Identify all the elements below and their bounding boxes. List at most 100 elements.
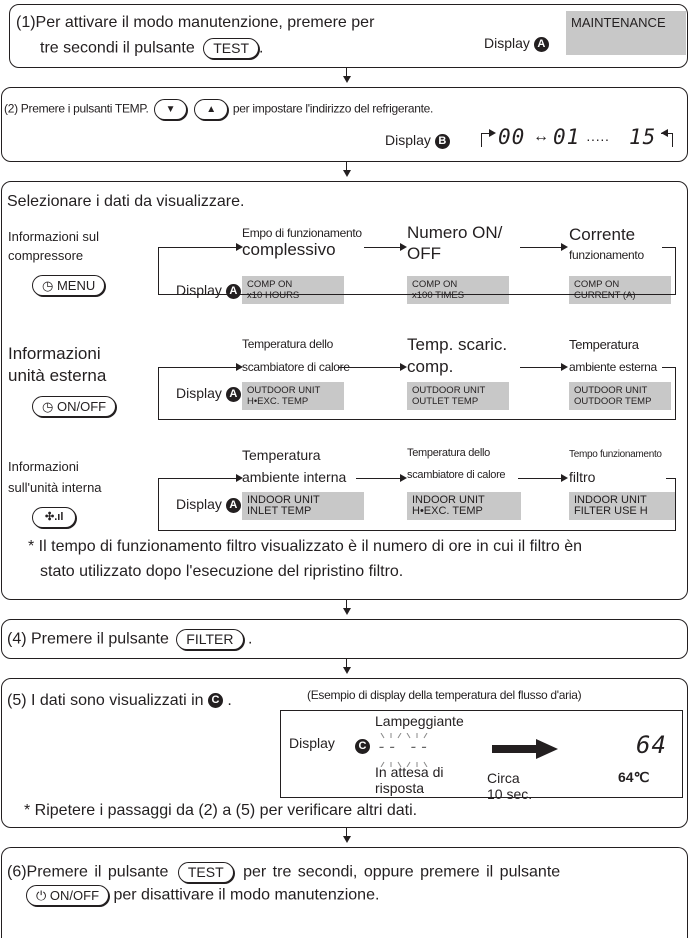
item-head-small: Corrente (569, 225, 636, 244)
display-marker-c-icon: C (207, 693, 223, 709)
step6-label-b: per tre secondi, oppure premere il pulsa… (243, 863, 561, 881)
step4-label: (4) Premere il pulsante (7, 630, 169, 648)
row-label-line1: Informazioni sul (8, 229, 100, 244)
row-label-line2: unità esterna (8, 366, 107, 385)
filter-button[interactable]: FILTER (176, 629, 244, 650)
item-head-big: comp. (407, 357, 454, 376)
circa-line1: Circa (487, 770, 520, 786)
step6-label-a: (6)Premere il pulsante (7, 863, 169, 881)
connector-2 (346, 161, 348, 171)
display-marker-c-icon: C (355, 739, 370, 754)
step1-text-line1: (1)Per attivare il modo manutenzione, pr… (16, 14, 375, 31)
item-head-small: Temperatura dello (242, 337, 333, 351)
step4-box: (4) Premere il pulsante FILTER . (1, 619, 688, 659)
connector-5 (346, 827, 348, 837)
step2-display: Display B (385, 132, 450, 149)
waiting-line1: In attesa di (375, 764, 444, 780)
waiting-line2: risposta (375, 780, 425, 796)
step5-text: (5) I dati sono visualizzati in C . (7, 692, 232, 709)
clock-icon: ◷ (42, 399, 54, 414)
display-label: Display A (176, 496, 241, 513)
row-label-line2: sull'unità interna (8, 480, 102, 495)
power-icon: ⏻ (36, 888, 47, 903)
step5-display-frame: Display C Lampeggiante -- -- In attesa d… (280, 710, 683, 802)
row-label-line1: Informazioni (8, 459, 79, 474)
item-head-big: filtro (569, 469, 596, 485)
step3-box: Selezionare i dati da visualizzare. Info… (1, 181, 688, 600)
blink-label: Lampeggiante (375, 713, 464, 729)
step6-line1: (6)Premere il pulsante TEST per tre seco… (7, 862, 560, 883)
row-outdoor: Informazioni unità esterna ◷ ON/OFF Disp… (2, 330, 687, 430)
on-off-button-label: ON/OFF (56, 399, 107, 414)
item-head-small: Numero ON/ (407, 223, 503, 242)
step4-text: (4) Premere il pulsante FILTER . (7, 629, 252, 650)
temp-down-button[interactable]: ▼ (153, 99, 188, 120)
display-label: Display (289, 735, 335, 751)
display-marker-a-icon: A (533, 36, 549, 52)
on-off-button-label: ON/OFF (49, 888, 100, 903)
on-off-button[interactable]: ◷ ON/OFF (32, 396, 117, 417)
display-marker-a-icon: A (225, 497, 241, 513)
result-text: 64℃ (618, 769, 650, 785)
display-label: Display A (176, 282, 241, 299)
row-label-line1: Informazioni (8, 344, 101, 363)
step5-example: (Esempio di display della temperatura de… (307, 688, 582, 702)
item-head-small: Temperatura dello (407, 447, 490, 459)
item-head-small: Temp. scaric. (407, 335, 508, 354)
step6-label-c: per disattivare il modo manutenzione. (113, 886, 380, 904)
circa-line2: 10 sec. (487, 786, 533, 802)
step2-box: (2) Premere i pulsanti TEMP. ▼ ▲ per imp… (1, 87, 688, 162)
test-button[interactable]: TEST (177, 862, 234, 883)
menu-button-label: MENU (56, 278, 96, 293)
item-head-big: ambiente esterna (569, 360, 657, 374)
down-triangle-icon: ▼ (165, 104, 176, 115)
step1-display: Display A (484, 35, 549, 52)
temp-up-button[interactable]: ▲ (194, 99, 228, 120)
blink-seg: -- -- (377, 737, 431, 756)
blink-rays-icon (375, 732, 431, 768)
result-seg: 64 (636, 731, 667, 759)
clock-icon: ◷ (42, 278, 54, 293)
test-button[interactable]: TEST (203, 38, 259, 59)
maintenance-lcd: MAINTENANCE (566, 11, 686, 55)
display-marker-a-icon: A (225, 386, 241, 402)
address-seg-first: 00 (498, 125, 526, 149)
step1-text-line2: tre secondi il pulsante TEST. (40, 38, 263, 59)
menu-button[interactable]: ◷ MENU (32, 275, 106, 296)
address-sequence: 00 ↔ 01 ····· 15 (481, 125, 681, 155)
step5-note: * Ripetere i passaggi da (2) a (5) per v… (24, 802, 418, 819)
item-head-small: Temperatura (569, 337, 639, 352)
connector-4 (346, 658, 348, 668)
connector-3 (346, 599, 348, 609)
fan-speed-button[interactable]: ✣.ıl (32, 507, 77, 528)
display-label: Display (484, 35, 530, 51)
item-head-big: scambiatore di calore (407, 469, 506, 481)
step2-text: (2) Premere i pulsanti TEMP. ▼ ▲ per imp… (4, 99, 433, 120)
step6-line2: ⏻ ON/OFF per disattivare il modo manuten… (26, 885, 379, 906)
item-head-big: funzionamento (569, 248, 644, 262)
connector-4-arrow-icon (343, 667, 351, 674)
step2-text-a: (2) Premere i pulsanti TEMP. (4, 101, 149, 116)
up-triangle-icon: ▲ (206, 104, 216, 115)
row-indoor: Informazioni sull'unità interna ✣.ıl Dis… (2, 444, 687, 544)
on-off-button[interactable]: ⏻ ON/OFF (26, 885, 110, 906)
item-head-small: Temperatura (242, 447, 321, 463)
display-marker-a-icon: A (225, 283, 241, 299)
step3-title: Selezionare i dati da visualizzare. (7, 193, 245, 210)
item-head-small: Tempo funzionamento (569, 449, 662, 460)
step3-note-line2: stato utilizzato dopo l'esecuzione del r… (40, 563, 404, 580)
step1-box: (1)Per attivare il modo manutenzione, pr… (9, 4, 688, 68)
row-compressor: Informazioni sul compressore ◷ MENU Disp… (2, 223, 687, 324)
item-head-small: Empo di funzionamento (242, 226, 362, 240)
connector-5-arrow-icon (343, 836, 351, 843)
display-label: Display (385, 132, 431, 148)
address-seg-second: 01 (553, 125, 581, 149)
connector-2-arrow-icon (343, 170, 351, 177)
